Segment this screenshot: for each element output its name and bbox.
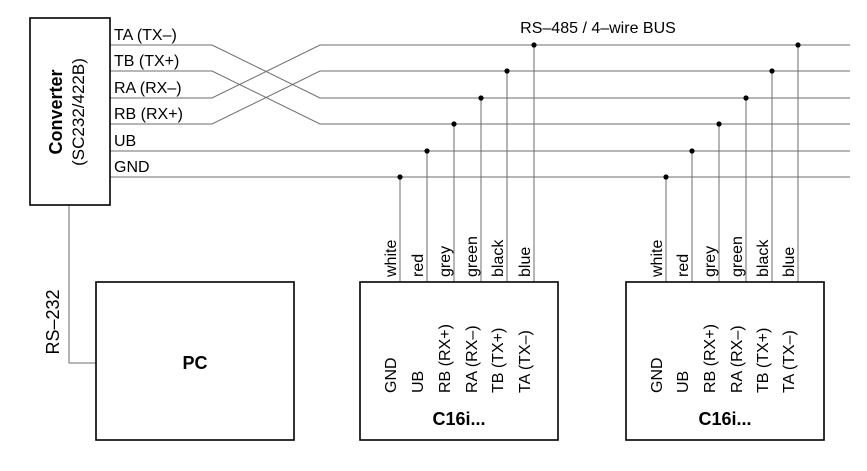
wire-rb	[110, 70, 850, 125]
device-1-title: C16i...	[432, 409, 485, 429]
junction-dot	[451, 121, 457, 127]
wire-color-label: white	[649, 240, 666, 278]
junction-dot	[531, 42, 537, 48]
wire-color-label: grey	[702, 246, 719, 277]
terminal-label: GND	[114, 159, 150, 176]
terminal-label: RB (RX+)	[702, 324, 719, 393]
junction-dot	[478, 95, 484, 101]
terminal-label: UB	[114, 133, 136, 150]
junction-dot	[504, 68, 510, 74]
wire-color-label: grey	[437, 246, 454, 277]
wire-color-label: black	[490, 239, 507, 277]
converter-box	[29, 17, 111, 206]
terminal-label: TB (TX+)	[490, 328, 507, 393]
device-1-wire-colors: white red grey green black blue	[383, 236, 534, 278]
junction-dot	[663, 174, 669, 180]
junction-dot	[716, 121, 722, 127]
pc-box	[95, 281, 295, 441]
wire-color-label: blue	[781, 247, 798, 277]
wire-color-label: red	[410, 254, 427, 277]
device-2-title: C16i...	[698, 409, 751, 429]
terminal-label: TA (TX–)	[517, 330, 534, 393]
terminal-label: RA (RX–)	[464, 325, 481, 393]
junction-dot	[424, 148, 430, 154]
junction-dot	[689, 148, 695, 154]
terminal-label: RB (RX+)	[114, 106, 183, 123]
device-2-box	[625, 281, 825, 441]
terminal-label: TA (TX–)	[114, 27, 177, 44]
junction-dot	[769, 68, 775, 74]
wire-color-label: white	[383, 240, 400, 278]
junction-dot	[397, 174, 403, 180]
terminal-label: UB	[675, 371, 692, 393]
terminal-label: TA (TX–)	[781, 330, 798, 393]
terminal-label: RA (RX–)	[114, 80, 182, 97]
device-1-box	[359, 281, 559, 441]
wire-color-label: green	[464, 236, 481, 277]
converter-title: Converter	[46, 69, 66, 154]
device-2-wire-colors: white red grey green black blue	[649, 236, 798, 278]
wire-ra	[110, 44, 850, 99]
device-2-terminals: GND UB RB (RX+) RA (RX–) TB (TX+) TA (TX…	[649, 324, 798, 393]
junction-dot	[795, 42, 801, 48]
terminal-label: TB (TX+)	[114, 53, 179, 70]
terminal-label: UB	[410, 371, 427, 393]
rs232-label: RS–232	[43, 289, 63, 354]
terminal-label: RA (RX–)	[729, 325, 746, 393]
wire-color-label: blue	[517, 247, 534, 277]
bus-wires	[68, 44, 850, 364]
converter-subtitle: (SC232/422B)	[69, 58, 88, 166]
wire-rs232	[68, 205, 96, 364]
terminal-label: RB (RX+)	[437, 324, 454, 393]
converter-terminals: TA (TX–) TB (TX+) RA (RX–) RB (RX+) UB G…	[114, 27, 183, 176]
wire-color-label: green	[729, 236, 746, 277]
terminal-label: TB (TX+)	[755, 328, 772, 393]
terminal-label: GND	[383, 357, 400, 393]
terminal-label: GND	[649, 357, 666, 393]
device-1-terminals: GND UB RB (RX+) RA (RX–) TB (TX+) TA (TX…	[383, 324, 534, 393]
junction-dot	[743, 95, 749, 101]
wire-color-label: red	[675, 254, 692, 277]
wire-color-label: black	[755, 239, 772, 277]
pc-label: PC	[182, 353, 207, 373]
bus-title: RS–485 / 4–wire BUS	[520, 20, 676, 37]
